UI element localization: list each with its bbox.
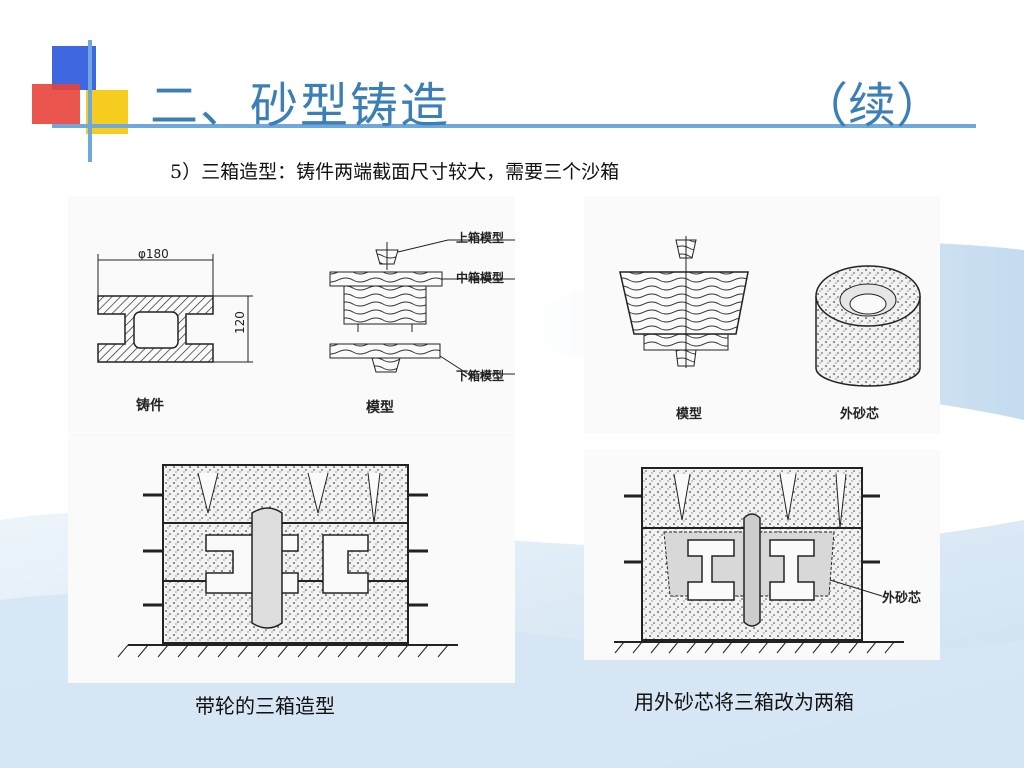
subtitle: 5）三箱造型：铸件两端截面尺寸较大，需要三个沙箱 (170, 161, 620, 183)
outer-core-ring (815, 265, 921, 387)
label-outer-core-top: 外砂芯 (839, 406, 879, 422)
dim-height: 120 (233, 311, 247, 334)
page-title: 二、砂型铸造 (150, 78, 451, 134)
figure-casting-patterns: φ180 120 铸件 上箱模型 中箱模型 下箱模型 模型 (68, 196, 515, 432)
label-upper-pattern: 上箱模型 (456, 230, 504, 245)
pattern-set: 上箱模型 中箱模型 下箱模型 模型 (329, 230, 515, 416)
red-square (32, 84, 80, 124)
figure-two-flask-mold: 外砂芯 (584, 450, 940, 660)
label-pattern: 模型 (366, 399, 394, 416)
dim-diameter: φ180 (138, 247, 169, 261)
label-middle-pattern: 中箱模型 (456, 270, 504, 285)
page-title-suffix: （续） (800, 78, 945, 134)
two-flask-drawing: 外砂芯 (614, 467, 921, 654)
casting-section: φ180 120 铸件 (97, 247, 253, 414)
label-pattern-right: 模型 (676, 406, 702, 422)
pattern-outer-core-drawing: 模型 外砂芯 (619, 236, 921, 422)
caption-left: 带轮的三箱造型 (195, 694, 335, 718)
label-outer-core-bottom: 外砂芯 (881, 590, 921, 606)
caption-right: 用外砂芯将三箱改为两箱 (634, 690, 854, 714)
casting-patterns-drawing: φ180 120 铸件 上箱模型 中箱模型 下箱模型 模型 (97, 230, 515, 416)
label-lower-pattern: 下箱模型 (456, 368, 504, 383)
figure-three-flask-mold (68, 433, 515, 683)
label-casting: 铸件 (136, 397, 164, 414)
three-flask-drawing (117, 464, 458, 658)
vertical-rule (88, 40, 92, 162)
figure-pattern-outer-core: 模型 外砂芯 (584, 196, 940, 434)
decorative-squares (32, 40, 128, 162)
title-rule (52, 124, 976, 128)
